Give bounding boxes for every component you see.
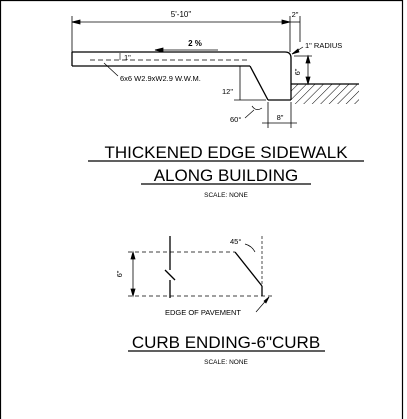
slope-label: 2 % xyxy=(188,39,202,48)
pavement xyxy=(291,83,359,104)
curb-ending-title-block: CURB ENDING-6"CURB SCALE: NONE xyxy=(128,333,325,366)
mesh-note: 6x6 W2.9xW2.9 W.W.M. xyxy=(120,74,201,83)
curb-taper xyxy=(234,251,263,296)
height-label: 6" xyxy=(115,270,124,277)
curb-height-label: 6" xyxy=(293,68,302,75)
width-label: 5'-10" xyxy=(171,10,192,19)
curb-break-line xyxy=(164,236,176,298)
sidewalk-title-line2: ALONG BUILDING xyxy=(154,166,299,185)
toe-label: 8" xyxy=(277,113,284,122)
angle-marker xyxy=(244,105,263,119)
sidewalk-title-line1: THICKENED EDGE SIDEWALK xyxy=(104,143,348,162)
mesh-leader xyxy=(103,62,119,77)
depth-dimension xyxy=(234,66,266,101)
reference-lines xyxy=(128,251,275,297)
sidewalk-title-block: THICKENED EDGE SIDEWALK ALONG BUILDING S… xyxy=(88,143,364,199)
edge-leader xyxy=(255,296,270,313)
sidewalk-section-detail: 5'-10" 2" 2 % xyxy=(71,10,359,128)
toe-dimension xyxy=(262,102,297,128)
curb-ending-title: CURB ENDING-6"CURB xyxy=(132,333,320,352)
curb-ending-scale: SCALE: NONE xyxy=(204,359,248,366)
curb-ending-plan-detail: 45° 6" EDGE OF PAVEMENT xyxy=(115,236,275,317)
angle-45-marker xyxy=(244,236,263,286)
angle-45-label: 45° xyxy=(230,237,241,246)
angle-label: 60° xyxy=(230,115,241,124)
radius-leader xyxy=(291,46,304,55)
edge-of-pavement-note: EDGE OF PAVEMENT xyxy=(165,308,241,317)
radius-label: 1" RADIUS xyxy=(305,41,342,50)
mesh-depth-label: 1" xyxy=(124,53,131,62)
sidewalk-scale: SCALE: NONE xyxy=(204,192,248,199)
gap-dimension xyxy=(290,16,301,42)
slope-arrow xyxy=(154,47,218,53)
width-dimension xyxy=(71,16,291,62)
height-dimension xyxy=(130,250,136,298)
gap-label: 2" xyxy=(292,10,299,19)
depth-label: 12" xyxy=(222,87,233,96)
